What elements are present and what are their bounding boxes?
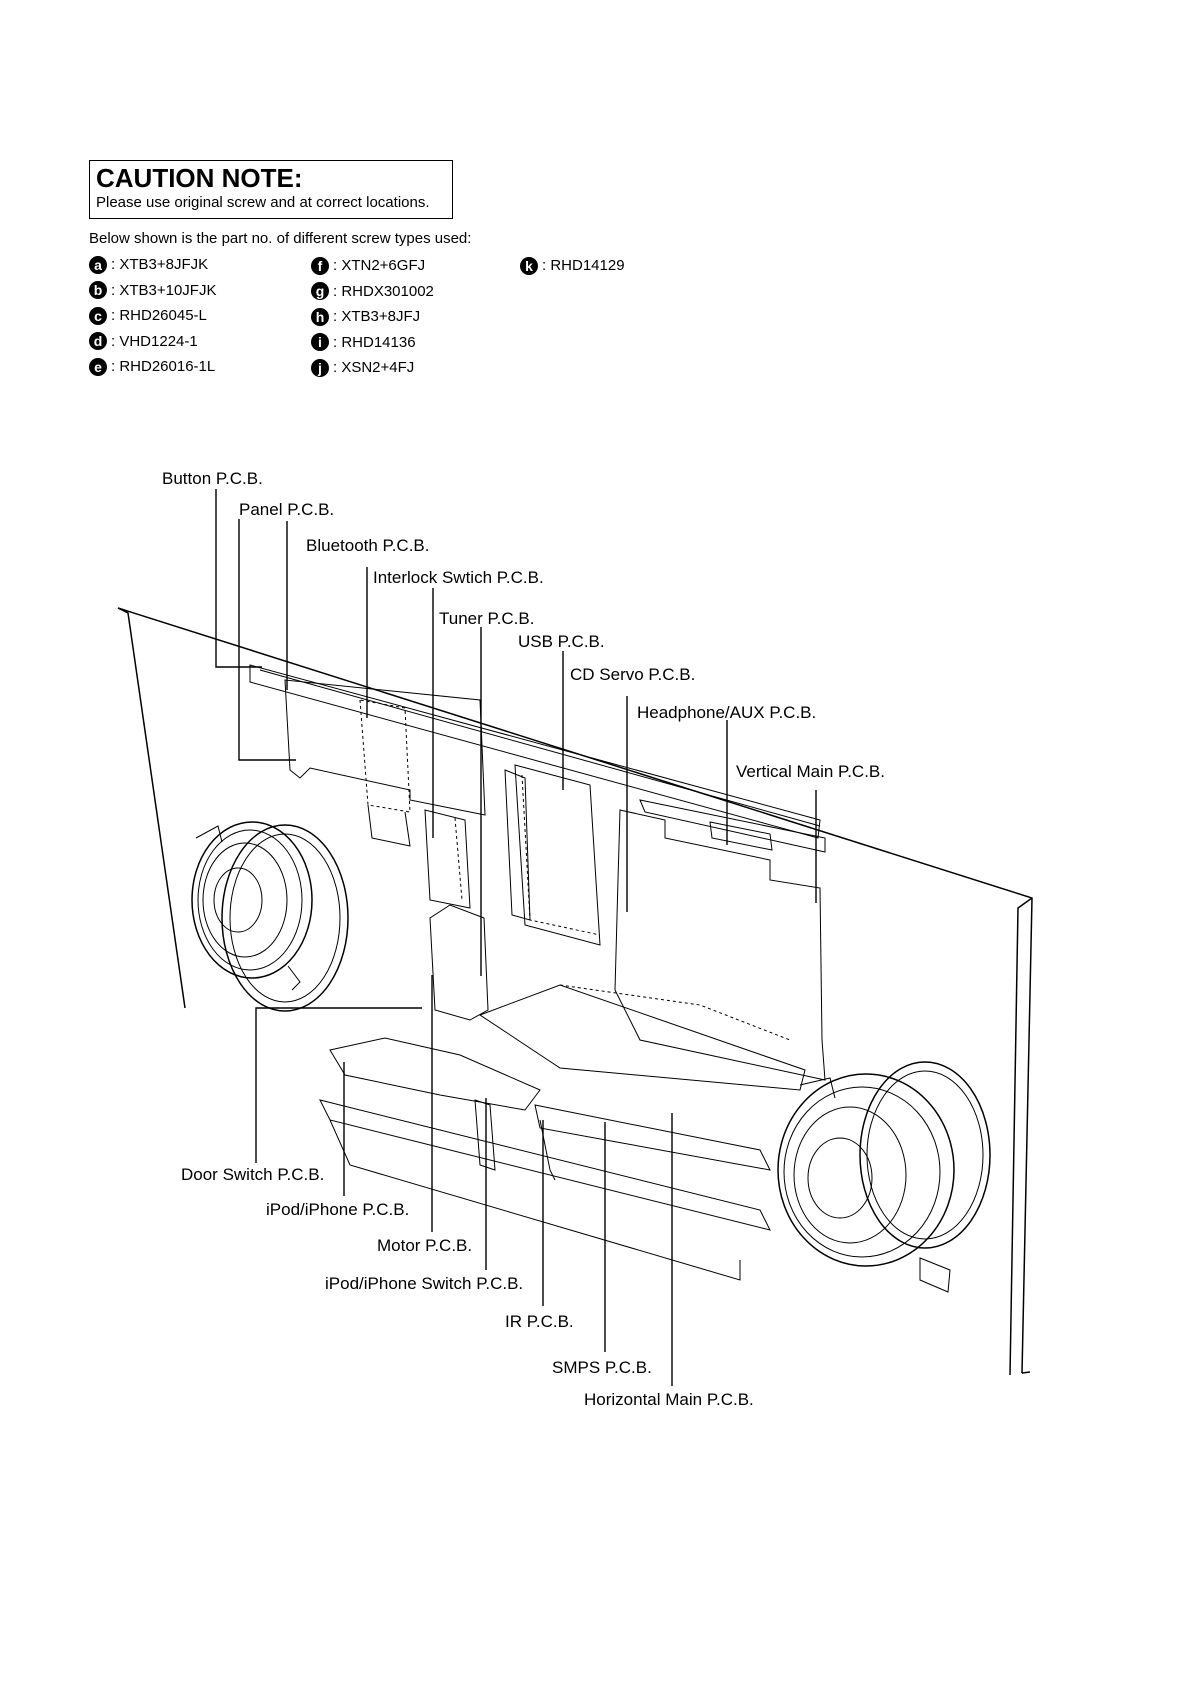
caution-note-box: CAUTION NOTE: Please use original screw … <box>89 160 453 219</box>
screw-badge: d <box>89 332 107 351</box>
screw-badge: g <box>311 282 329 301</box>
screw-badge: b <box>89 281 107 300</box>
label-panel-pcb: Panel P.C.B. <box>239 500 334 519</box>
screw-badge: h <box>311 307 329 326</box>
pcb-boards <box>284 679 826 1281</box>
screw-item: e: RHD26016-1L <box>89 354 216 380</box>
label-vertical-main-pcb: Vertical Main P.C.B. <box>736 762 885 781</box>
screw-list-column-2: f: XTN2+6GFJ g: RHDX301002 h: XTB3+8JFJ … <box>311 253 434 381</box>
right-speaker <box>777 1061 991 1293</box>
screw-item: d: VHD1224-1 <box>89 329 216 355</box>
screw-part-no: : XTN2+6GFJ <box>333 257 426 275</box>
leader-lines <box>215 489 817 1386</box>
screw-types-intro: Below shown is the part no. of different… <box>89 230 472 247</box>
left-speaker <box>191 821 349 1012</box>
screw-badge: f <box>311 256 329 275</box>
screw-list-column-1: a: XTB3+8JFJK b: XTB3+10JFJK c: RHD26045… <box>89 252 216 380</box>
screw-part-no: : RHD26016-1L <box>111 358 216 376</box>
screw-badge: k <box>520 256 538 275</box>
label-interlock-switch-pcb: Interlock Swtich P.C.B. <box>373 568 544 587</box>
label-usb-pcb: USB P.C.B. <box>518 632 605 651</box>
label-smps-pcb: SMPS P.C.B. <box>552 1358 652 1377</box>
screw-item: c: RHD26045-L <box>89 303 216 329</box>
screw-badge: j <box>311 358 329 377</box>
label-button-pcb: Button P.C.B. <box>162 469 263 488</box>
screw-item: b: XTB3+10JFJK <box>89 278 216 304</box>
label-ipod-iphone-switch-pcb: iPod/iPhone Switch P.C.B. <box>325 1274 523 1293</box>
screw-list-column-3: k: RHD14129 <box>520 253 625 279</box>
screw-part-no: : XTB3+8JFJ <box>333 308 421 326</box>
label-bluetooth-pcb: Bluetooth P.C.B. <box>306 536 430 555</box>
screw-badge: a <box>89 255 107 274</box>
pcb-labels: Button P.C.B. Panel P.C.B. Bluetooth P.C… <box>162 469 885 1409</box>
screw-part-no: : RHDX301002 <box>333 282 434 300</box>
label-tuner-pcb: Tuner P.C.B. <box>439 609 534 628</box>
caution-text: Please use original screw and at correct… <box>96 194 430 211</box>
screw-item: j: XSN2+4FJ <box>311 355 434 381</box>
screw-part-no: : XSN2+4FJ <box>333 359 415 377</box>
screw-item: k: RHD14129 <box>520 253 625 279</box>
screw-part-no: : XTB3+8JFJK <box>111 256 209 274</box>
screw-part-no: : XTB3+10JFJK <box>111 281 217 299</box>
caution-title: CAUTION NOTE: <box>96 163 303 193</box>
label-headphone-aux-pcb: Headphone/AUX P.C.B. <box>637 703 816 722</box>
label-horizontal-main-pcb: Horizontal Main P.C.B. <box>584 1390 754 1409</box>
screw-part-no: : VHD1224-1 <box>111 332 198 350</box>
label-ipod-iphone-pcb: iPod/iPhone P.C.B. <box>266 1200 409 1219</box>
label-ir-pcb: IR P.C.B. <box>505 1312 574 1331</box>
screw-part-no: : RHD26045-L <box>111 307 207 325</box>
label-motor-pcb: Motor P.C.B. <box>377 1236 472 1255</box>
screw-part-no: : RHD14129 <box>542 257 625 275</box>
screw-badge: i <box>311 333 329 352</box>
screw-item: g: RHDX301002 <box>311 279 434 305</box>
screw-badge: e <box>89 357 107 376</box>
screw-item: i: RHD14136 <box>311 330 434 356</box>
screw-item: h: XTB3+8JFJ <box>311 304 434 330</box>
label-door-switch-pcb: Door Switch P.C.B. <box>181 1165 324 1184</box>
screw-item: a: XTB3+8JFJK <box>89 252 216 278</box>
screw-part-no: : RHD14136 <box>333 333 416 351</box>
label-cd-servo-pcb: CD Servo P.C.B. <box>570 665 695 684</box>
screw-badge: c <box>89 306 107 325</box>
screw-item: f: XTN2+6GFJ <box>311 253 434 279</box>
